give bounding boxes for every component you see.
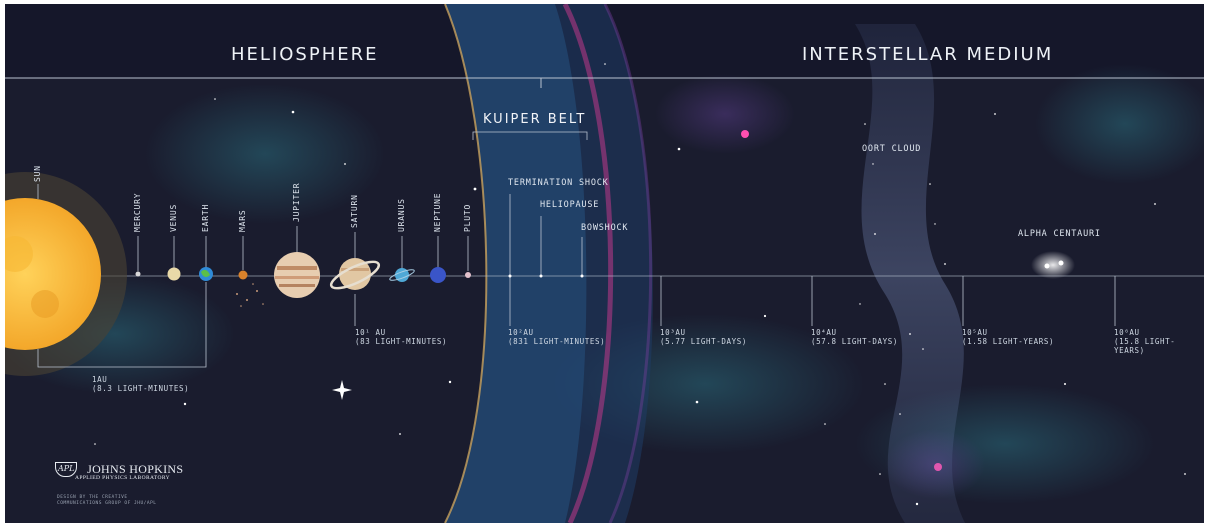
saturn-label: SATURN <box>350 194 359 228</box>
distance-au: 10⁵AU <box>962 328 988 337</box>
distance-time: (83 LIGHT-MINUTES) <box>355 337 448 346</box>
mercury-label: MERCURY <box>133 192 142 232</box>
mars-label: MARS <box>238 209 247 232</box>
interstellar-medium-title: INTERSTELLAR MEDIUM <box>802 44 1054 65</box>
distance-10-1au: 10¹ AU (83 LIGHT-MINUTES) <box>355 328 447 346</box>
bowshock-label: BOWSHOCK <box>581 223 629 233</box>
credit-line-2: COMMUNICATIONS GROUP OF JHU/APL <box>57 501 157 506</box>
distance-time: (5.77 LIGHT-DAYS) <box>660 337 747 346</box>
distance-10-6au: 10⁶AU (15.8 LIGHT-YEARS) <box>1114 328 1204 355</box>
distance-time: (831 LIGHT-MINUTES) <box>508 337 606 346</box>
kuiper-belt-label: KUIPER BELT <box>483 112 587 127</box>
distance-10-2au: 10²AU (831 LIGHT-MINUTES) <box>508 328 605 346</box>
distance-time: (15.8 LIGHT-YEARS) <box>1114 337 1176 355</box>
jupiter-label: JUPITER <box>292 182 301 222</box>
sun-label: SUN <box>33 165 42 182</box>
jhu-apl-logo: APL JOHNS HOPKINS APPLIED PHYSICS LABORA… <box>55 459 184 481</box>
termination-shock-label: TERMINATION SHOCK <box>508 178 609 188</box>
logo-subtitle: APPLIED PHYSICS LABORATORY <box>75 475 170 481</box>
heliopause-label: HELIOPAUSE <box>540 200 600 210</box>
distance-time: (57.8 LIGHT-DAYS) <box>811 337 898 346</box>
heliosphere-title: HELIOSPHERE <box>231 44 379 65</box>
distance-au: 10³AU <box>660 328 686 337</box>
earth-label: EARTH <box>201 203 210 232</box>
pluto-label: PLUTO <box>463 203 472 232</box>
distance-10-3au: 10³AU (5.77 LIGHT-DAYS) <box>660 328 747 346</box>
venus-label: VENUS <box>169 203 178 232</box>
oort-cloud-label: OORT CLOUD <box>862 144 922 154</box>
credit-line-1: DESIGN BY THE CREATIVE <box>57 495 128 500</box>
design-credit: DESIGN BY THE CREATIVE COMMUNICATIONS GR… <box>57 495 157 507</box>
distance-au: 10⁶AU <box>1114 328 1140 337</box>
distance-au: 10¹ AU <box>355 328 386 337</box>
distance-au: 10²AU <box>508 328 534 337</box>
neptune-label: NEPTUNE <box>433 192 442 232</box>
uranus-label: URANUS <box>397 198 406 232</box>
distance-au: 10⁴AU <box>811 328 837 337</box>
logo-name: JOHNS HOPKINS <box>87 462 184 476</box>
distance-time: (8.3 LIGHT-MINUTES) <box>92 384 190 393</box>
distance-10-4au: 10⁴AU (57.8 LIGHT-DAYS) <box>811 328 898 346</box>
distance-time: (1.58 LIGHT-YEARS) <box>962 337 1055 346</box>
distance-10-5au: 10⁵AU (1.58 LIGHT-YEARS) <box>962 328 1054 346</box>
distance-1au: 1AU (8.3 LIGHT-MINUTES) <box>92 375 189 393</box>
alpha-centauri-label: ALPHA CENTAURI <box>1018 229 1101 239</box>
distance-au: 1AU <box>92 375 108 384</box>
infographic-frame: HELIOSPHERE INTERSTELLAR MEDIUM SUN MERC… <box>5 4 1204 523</box>
space-illustration <box>5 4 1204 523</box>
